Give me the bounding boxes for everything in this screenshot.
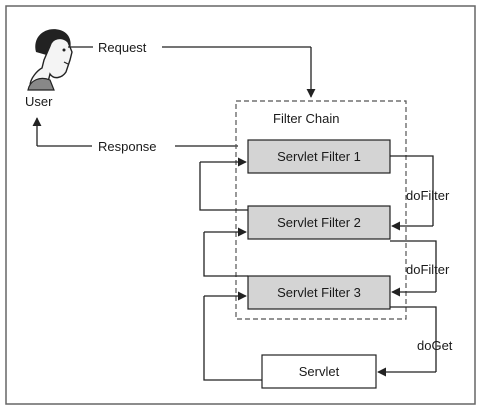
response-arrow (32, 117, 238, 147)
servlet-filter-2: Servlet Filter 2 (247, 205, 391, 240)
request-label: Request (98, 40, 147, 55)
return-arrow-2-to-1 (199, 157, 248, 211)
servlet-filter-3: Servlet Filter 3 (247, 275, 391, 310)
dofilter-label-1: doFilter (406, 188, 450, 203)
servlet-filter-1: Servlet Filter 1 (247, 139, 391, 174)
response-label: Response (98, 139, 157, 154)
servlet-filter-2-label: Servlet Filter 2 (277, 215, 361, 230)
request-arrow (68, 46, 316, 98)
return-arrow-servlet-to-3 (203, 291, 262, 381)
dofilter-arrow-2 (390, 240, 437, 297)
user-label: User (25, 94, 53, 109)
doget-arrow (377, 306, 437, 377)
outer-frame (5, 5, 476, 405)
user-avatar-icon (27, 29, 73, 91)
servlet-filter-3-label: Servlet Filter 3 (277, 285, 361, 300)
filter-chain-title: Filter Chain (273, 111, 339, 126)
servlet-label: Servlet (299, 364, 340, 379)
dofilter-arrow-1 (390, 155, 434, 231)
return-arrow-3-to-2 (203, 227, 248, 277)
servlet-box: Servlet (261, 354, 377, 389)
servlet-filter-1-label: Servlet Filter 1 (277, 149, 361, 164)
doget-label: doGet (417, 338, 453, 353)
dofilter-label-2: doFilter (406, 262, 450, 277)
